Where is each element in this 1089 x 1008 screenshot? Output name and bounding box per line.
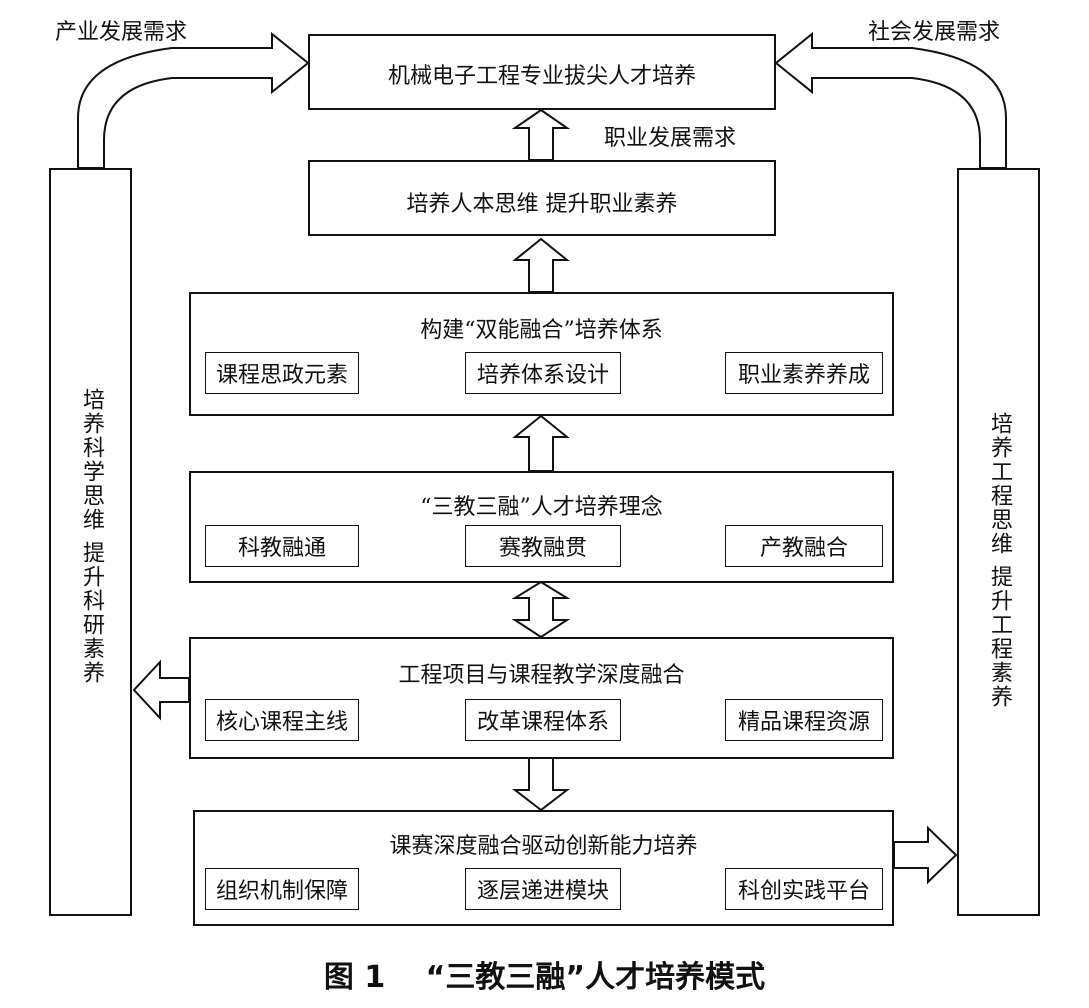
dual-ability-item-3: 职业素养养成 — [725, 352, 883, 394]
up-arrow-to-top — [511, 108, 571, 161]
right-engineering-column: 培养工程思维 提升工程素养 — [957, 168, 1040, 916]
top-goal-text: 机械电子工程专业拔尖人才培养 — [387, 64, 696, 89]
down-arrow-to-box6 — [512, 757, 570, 812]
three-integration-item-1: 科教融通 — [205, 525, 359, 567]
right-curved-arrow — [774, 31, 1007, 169]
dual-ability-box: 构建“双能融合”培养体系 课程思政元素 培养体系设计 职业素养养成 — [189, 292, 894, 416]
project-course-box: 工程项目与课程教学深度融合 核心课程主线 改革课程体系 精品课程资源 — [189, 637, 894, 759]
figure-caption: 图 1 “三教三融”人才培养模式 — [323, 960, 766, 995]
three-integration-title: “三教三融”人才培养理念 — [420, 495, 663, 520]
three-integration-item-3: 产教融合 — [725, 525, 883, 567]
left-science-column: 培养科学思维 提升科研素养 — [49, 168, 132, 916]
competition-title: 课赛深度融合驱动创新能力培养 — [389, 834, 698, 859]
competition-item-1: 组织机制保障 — [205, 868, 359, 910]
project-course-title: 工程项目与课程教学深度融合 — [398, 663, 685, 688]
humanistic-text: 培养人本思维 提升职业素养 — [406, 192, 678, 217]
project-course-item-3: 精品课程资源 — [725, 699, 883, 741]
three-integration-box: “三教三融”人才培养理念 科教融通 赛教融贯 产教融合 — [189, 471, 894, 583]
left-curved-arrow — [77, 31, 310, 169]
left-arrow-to-left-column — [132, 659, 190, 721]
left-science-text: 培养科学思维 提升科研素养 — [79, 388, 104, 685]
competition-item-2: 逐层递进模块 — [465, 868, 621, 910]
double-arrow-box4-box5 — [511, 580, 571, 639]
competition-item-3: 科创实践平台 — [725, 868, 883, 910]
career-demand-label: 职业发展需求 — [604, 126, 737, 151]
industry-demand-label: 产业发展需求 — [55, 20, 188, 45]
dual-ability-item-2: 培养体系设计 — [465, 352, 621, 394]
dual-ability-title: 构建“双能融合”培养体系 — [420, 318, 663, 343]
dual-ability-item-1: 课程思政元素 — [205, 352, 359, 394]
right-arrow-to-right-column — [893, 825, 958, 885]
right-engineering-text: 培养工程思维 提升工程素养 — [987, 412, 1012, 709]
up-arrow-to-box3 — [512, 414, 570, 472]
project-course-item-1: 核心课程主线 — [205, 699, 359, 741]
top-goal-box: 机械电子工程专业拔尖人才培养 — [308, 34, 776, 110]
project-course-item-2: 改革课程体系 — [465, 699, 621, 741]
society-demand-label: 社会发展需求 — [868, 20, 1001, 45]
up-arrow-to-box2 — [512, 237, 570, 293]
humanistic-box: 培养人本思维 提升职业素养 — [308, 160, 776, 236]
competition-box: 课赛深度融合驱动创新能力培养 组织机制保障 逐层递进模块 科创实践平台 — [193, 810, 894, 926]
three-integration-item-2: 赛教融贯 — [465, 525, 621, 567]
